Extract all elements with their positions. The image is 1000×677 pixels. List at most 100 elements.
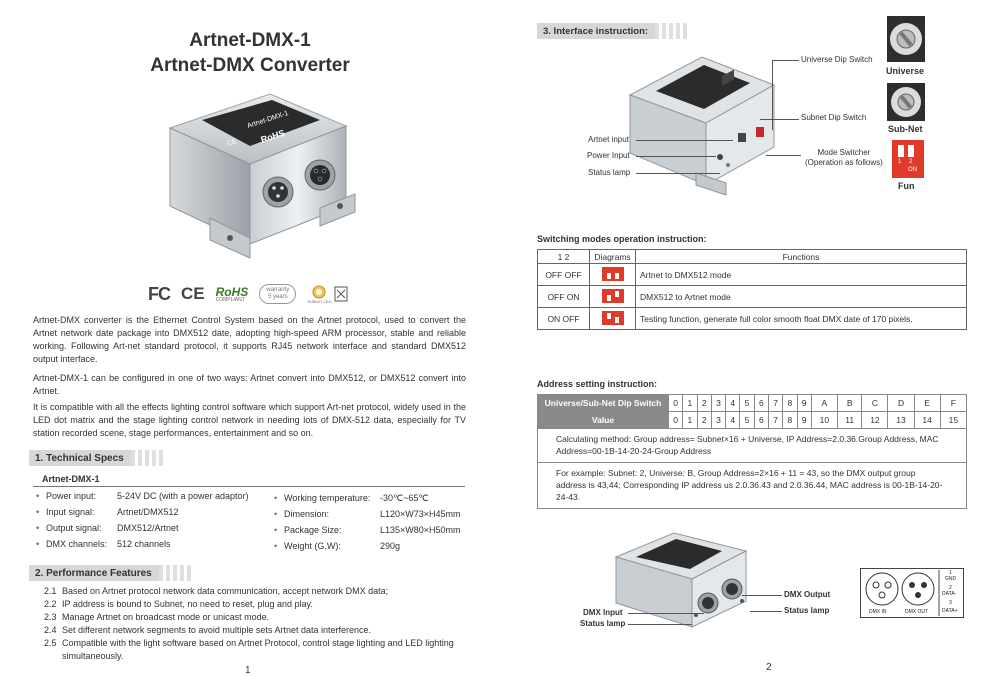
address-value-cell: 14 bbox=[913, 411, 941, 429]
spec-list: •Power input:5-24V DC (with a power adap… bbox=[0, 0, 500, 560]
universe-label: Universe bbox=[886, 66, 925, 76]
page-number-left: 1 bbox=[245, 665, 251, 676]
callout-dmx-input: DMX Input bbox=[583, 608, 623, 617]
address-value-cell: 7 bbox=[767, 411, 784, 429]
device-ce-mark: CE bbox=[226, 138, 238, 148]
certification-logos: FC CE RoHS COMPLIANT warranty 5 years SU… bbox=[148, 281, 348, 307]
table-row: ON OFF Testing function, generate full c… bbox=[537, 307, 967, 330]
technical-specs-heading: 1. Technical Specs bbox=[29, 450, 163, 466]
spec-item: •Working temperature:-30℃~65℃ bbox=[274, 493, 429, 503]
fun-label: Fun bbox=[898, 181, 915, 191]
recycle-bin-icon bbox=[334, 286, 348, 302]
spec-item: •DMX channels:512 channels bbox=[36, 539, 171, 549]
callout-universe-dip: Universe Dip Switch bbox=[801, 55, 873, 64]
interface-instruction-heading: 3. Interface instruction: bbox=[537, 23, 688, 39]
address-switch-cell: F bbox=[939, 394, 968, 412]
address-switch-cell: 0 bbox=[667, 394, 684, 412]
intro-paragraph-3: It is compatible with all the effects li… bbox=[33, 402, 466, 439]
dip-diagram-icon bbox=[601, 288, 624, 303]
dmx-device-image bbox=[614, 532, 748, 628]
address-value-cell: 15 bbox=[939, 411, 968, 429]
spec-item: •Power input:5-24V DC (with a power adap… bbox=[36, 491, 249, 501]
quality-seal-icon bbox=[312, 285, 326, 298]
address-switch-cell: 5 bbox=[739, 394, 755, 412]
spec-item: •Output signal:DMX512/Artnet bbox=[36, 523, 179, 533]
address-switch-cell: D bbox=[887, 394, 915, 412]
callout-subnet-dip: Subnet Dip Switch bbox=[801, 113, 867, 122]
performance-features-heading: 2. Performance Features bbox=[29, 565, 191, 581]
callout-status-lamp-right: Status lamp bbox=[784, 606, 830, 615]
callout-dmx-output: DMX Output bbox=[784, 590, 831, 599]
address-value-cell: 9 bbox=[796, 411, 812, 429]
xlr-connectors-icon bbox=[865, 570, 940, 616]
address-switch-cell: 7 bbox=[767, 394, 784, 412]
dip-diagram-icon bbox=[601, 266, 624, 281]
address-value-cell: 8 bbox=[782, 411, 798, 429]
universe-rotary-dial-icon bbox=[887, 16, 925, 62]
interface-device-image bbox=[628, 56, 776, 196]
address-value-cell: 10 bbox=[810, 411, 838, 429]
address-switch-cell: 6 bbox=[753, 394, 769, 412]
spec-item: •Input signal:Artnet/DMX512 bbox=[36, 507, 179, 517]
address-value-cell: 5 bbox=[739, 411, 755, 429]
address-table-title: Address setting instruction: bbox=[537, 379, 658, 389]
quality-marks: SUBMIT ZEN bbox=[307, 285, 348, 304]
address-value-cell: 6 bbox=[753, 411, 769, 429]
table-header-row: 1 2 Diagrams Functions bbox=[537, 249, 967, 264]
address-value-cell: 4 bbox=[725, 411, 741, 429]
modes-table: 1 2 Diagrams Functions OFF OFF Artnet to… bbox=[537, 249, 967, 330]
address-note-row: Calculating method: Group address= Subne… bbox=[537, 428, 967, 463]
product-image: Artnet-DMX-1 RoHS CE bbox=[168, 93, 356, 259]
spec-item: •Package Size:L135×W80×H50mm bbox=[274, 525, 461, 535]
table-row: OFF OFF Artnet to DMX512 mode bbox=[537, 263, 967, 286]
ce-logo: CE bbox=[181, 284, 205, 303]
callout-status-lamp-left: Status lamp bbox=[580, 619, 626, 628]
address-switch-cell: 4 bbox=[725, 394, 741, 412]
modes-table-title: Switching modes operation instruction: bbox=[537, 234, 707, 244]
callout-artnet-input: Artnet input bbox=[588, 135, 629, 144]
address-switch-cell: 8 bbox=[782, 394, 798, 412]
page-number-right: 2 bbox=[766, 662, 772, 673]
address-value-cell: 1 bbox=[682, 411, 698, 429]
spec-item: •Weight (G.W):290g bbox=[274, 541, 401, 551]
address-value-cell: 3 bbox=[710, 411, 727, 429]
address-value-cell: 0 bbox=[667, 411, 684, 429]
fun-dip-switch: 1 2 ON bbox=[892, 140, 924, 178]
product-subtitle: Artnet-DMX Converter bbox=[150, 55, 350, 76]
spec-divider bbox=[33, 486, 465, 487]
subnet-rotary-dial-icon bbox=[887, 83, 925, 121]
address-switch-cell: 1 bbox=[682, 394, 698, 412]
address-value-cell: 13 bbox=[887, 411, 915, 429]
address-switch-cell: B bbox=[836, 394, 863, 412]
spec-item: •Dimension:L120×W73×H45mm bbox=[274, 509, 461, 519]
spec-model-name: Artnet-DMX-1 bbox=[42, 474, 100, 484]
callout-power-input: Power Input bbox=[587, 151, 630, 160]
subnet-label: Sub-Net bbox=[888, 124, 923, 134]
address-switch-cell: 9 bbox=[796, 394, 812, 412]
address-value-cell: 11 bbox=[836, 411, 863, 429]
address-example-row: For example: Subnet: 2, Universe: B, Gro… bbox=[537, 461, 967, 509]
intro-paragraph-2: Artnet-DMX-1 can be configured in one of… bbox=[33, 373, 466, 397]
fc-logo: FC bbox=[148, 283, 171, 304]
table-row: OFF ON DMX512 to Artnet mode bbox=[537, 285, 967, 308]
address-value-cell: 2 bbox=[696, 411, 712, 429]
address-switch-cell: A bbox=[810, 394, 838, 412]
rohs-logo: RoHS COMPLIANT bbox=[215, 284, 249, 303]
address-switch-cell: 2 bbox=[696, 394, 712, 412]
product-title: Artnet-DMX-1 bbox=[189, 30, 311, 51]
warranty-badge: warranty 5 years bbox=[259, 284, 297, 304]
address-switch-cell: 3 bbox=[710, 394, 727, 412]
xlr-pinout-diagram: DMX IN DMX OUT 1 GND 2 DATA- 3 DATA+ bbox=[860, 568, 964, 618]
callout-status-lamp: Status lamp bbox=[588, 168, 631, 177]
address-value-cell: 12 bbox=[861, 411, 889, 429]
address-switch-cell: E bbox=[913, 394, 941, 412]
dip-diagram-icon bbox=[601, 310, 624, 325]
